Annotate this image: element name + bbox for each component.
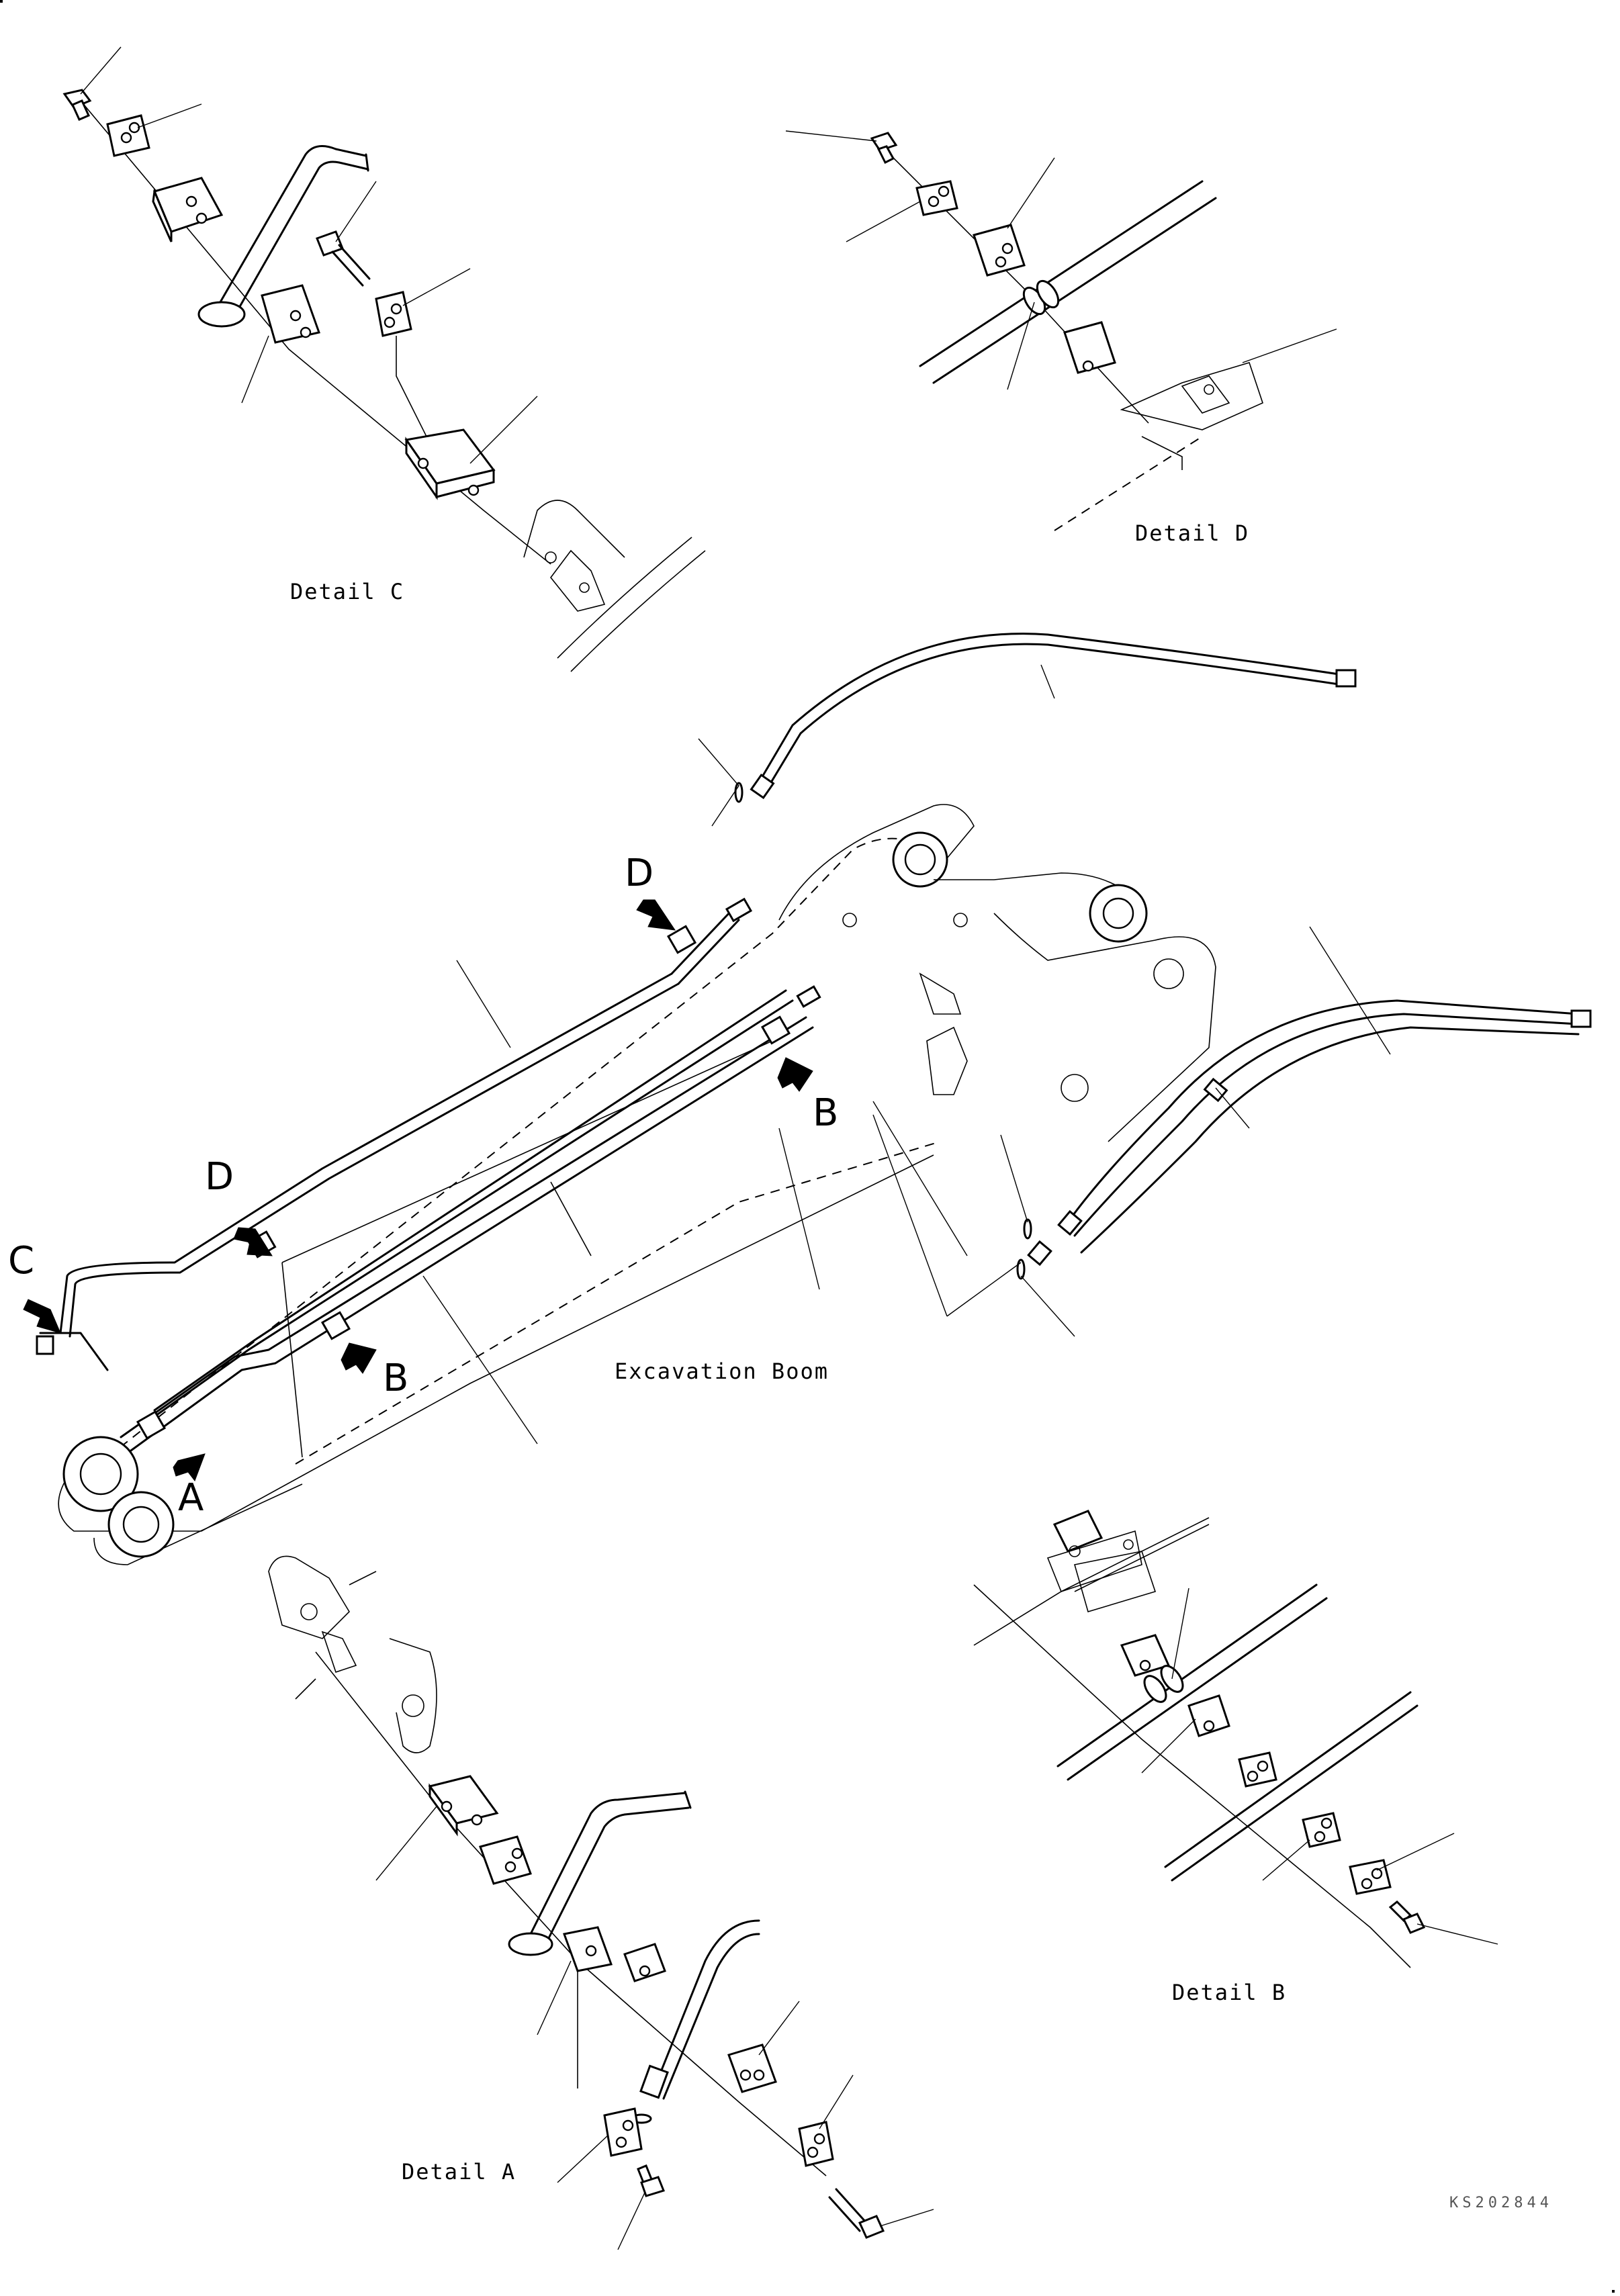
callout-b-lower: B xyxy=(383,1357,409,1400)
pipe-upper-icon xyxy=(39,909,740,1371)
clamp-half-icon xyxy=(973,224,1026,277)
detail-d-group xyxy=(785,130,1337,531)
washer-plate-icon xyxy=(375,291,412,337)
bolt-icon xyxy=(637,2164,665,2197)
callout-arrow-b1-icon xyxy=(777,1057,813,1092)
pipe-elbow-icon xyxy=(197,145,369,328)
boom-bracket-ghost xyxy=(268,1555,437,1753)
mounting-bracket-icon xyxy=(428,1775,499,1837)
detail-a-group xyxy=(268,1555,934,2250)
bolt-long-icon xyxy=(316,230,371,287)
drawing-code: KS202844 xyxy=(1449,2195,1553,2211)
callout-arrow-b2-icon xyxy=(341,1342,377,1374)
pipe-parallel-icon xyxy=(120,989,814,1452)
callout-a: A xyxy=(178,1476,204,1520)
pipe-fitting-icon xyxy=(36,897,821,1355)
hose-icon xyxy=(639,1919,760,2100)
pipe-elbow-icon xyxy=(508,1790,692,1956)
clamp-half-icon xyxy=(479,1835,532,1885)
boom-head-plates xyxy=(778,804,1216,1142)
bolt-long-icon xyxy=(828,2188,885,2239)
boom-bracket-ghost xyxy=(523,500,706,672)
clamp-half-icon xyxy=(1187,1694,1230,1737)
clamp-half-icon xyxy=(152,177,224,242)
callout-b-upper: B xyxy=(813,1091,839,1135)
washer-plate-icon xyxy=(1238,1751,1277,1788)
rubber-ring-icon xyxy=(1022,279,1060,316)
washer-plate-icon xyxy=(603,2107,643,2157)
boom-foot-pin-icon xyxy=(62,1436,175,1558)
bolt-icon xyxy=(62,89,92,121)
hose-right-icon xyxy=(1027,999,1592,1267)
hose-upper-icon xyxy=(750,633,1357,800)
detail-c-caption: Detail C xyxy=(290,579,405,604)
clamp-half-icon xyxy=(261,284,320,344)
detail-c-group xyxy=(62,46,706,672)
callout-d-lower: D xyxy=(205,1155,234,1199)
callout-arrow-d1-icon xyxy=(636,899,676,931)
washer-plate-icon xyxy=(106,114,150,157)
boom-caption: Excavation Boom xyxy=(615,1359,829,1384)
callout-arrow-c-icon xyxy=(23,1299,61,1334)
clamp-half-icon xyxy=(562,1926,613,1972)
bolt-icon xyxy=(870,132,898,165)
clamp-half-icon xyxy=(1063,321,1116,374)
callout-arrow-d2-icon xyxy=(233,1227,273,1256)
callout-d-upper: D xyxy=(625,852,654,895)
washer-plate-icon xyxy=(798,2121,834,2167)
detail-a-caption: Detail A xyxy=(402,2159,516,2185)
clamp-half-icon xyxy=(727,2044,777,2093)
boom-bracket-ghost xyxy=(1046,1510,1142,1592)
callout-c: C xyxy=(8,1239,35,1283)
boom-bracket-ghost xyxy=(1120,362,1263,470)
clamp-half-icon xyxy=(1302,1812,1341,1848)
callout-arrow-a-icon xyxy=(173,1453,206,1482)
detail-b-caption: Detail B xyxy=(1172,1980,1287,2005)
clamp-half-icon xyxy=(623,1943,666,1982)
washer-plate-icon xyxy=(1349,1859,1392,1895)
detail-b-group xyxy=(973,1510,1498,1968)
mounting-bracket-icon xyxy=(404,428,496,500)
excavation-boom xyxy=(23,633,1592,1565)
washer-plate-icon xyxy=(915,180,958,216)
detail-d-caption: Detail D xyxy=(1135,520,1250,546)
bolt-icon xyxy=(1388,1900,1426,1934)
